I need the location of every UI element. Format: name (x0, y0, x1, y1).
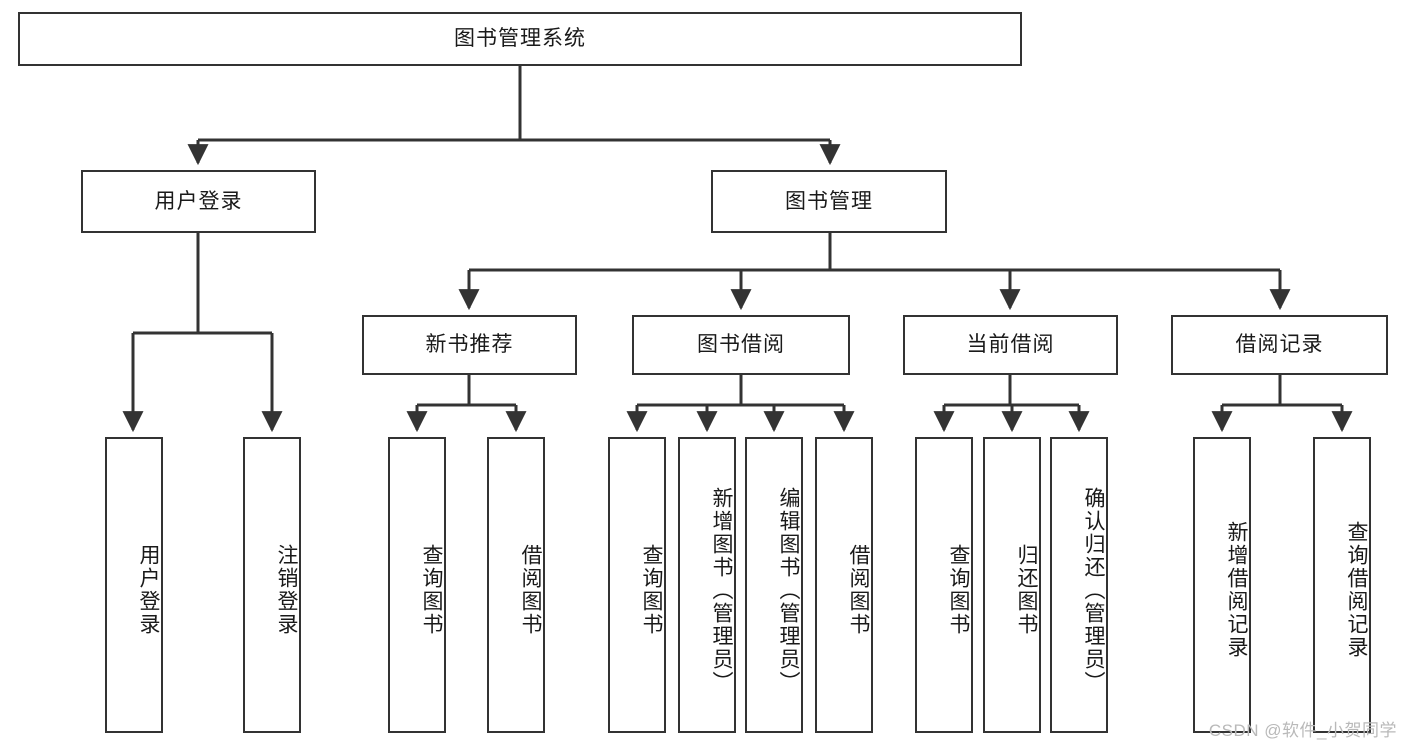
leaf-label: 确认归还（管理员） (1082, 486, 1105, 694)
node-current-borrow[interactable]: 当前借阅 (903, 315, 1118, 375)
node-leaf-add-borrow-record[interactable]: 新增借阅记录 (1193, 437, 1251, 733)
leaf-label: 归还图书 (1015, 544, 1038, 636)
leaf-label: 查询借阅记录 (1345, 521, 1368, 659)
node-leaf-user-login[interactable]: 用户登录 (105, 437, 163, 733)
node-leaf-edit-book-admin[interactable]: 编辑图书（管理员） (745, 437, 803, 733)
leaf-label: 注销登录 (275, 544, 298, 636)
node-leaf-query-book-borrow[interactable]: 查询图书 (608, 437, 666, 733)
node-leaf-borrow-book[interactable]: 借阅图书 (815, 437, 873, 733)
node-leaf-add-book-admin[interactable]: 新增图书（管理员） (678, 437, 736, 733)
node-leaf-query-book-current[interactable]: 查询图书 (915, 437, 973, 733)
node-leaf-confirm-return-admin[interactable]: 确认归还（管理员） (1050, 437, 1108, 733)
node-borrow-record[interactable]: 借阅记录 (1171, 315, 1388, 375)
leaf-label: 查询图书 (947, 544, 970, 636)
leaf-label: 新增借阅记录 (1225, 521, 1248, 659)
watermark-csdn: CSDN @软件_小贺同学 (1208, 721, 1397, 740)
node-book-borrow[interactable]: 图书借阅 (632, 315, 850, 375)
leaf-label: 新增图书（管理员） (710, 486, 733, 694)
leaf-label: 用户登录 (137, 544, 160, 636)
node-leaf-borrow-book-recommend[interactable]: 借阅图书 (487, 437, 545, 733)
node-user-login[interactable]: 用户登录 (81, 170, 316, 233)
leaf-label: 查询图书 (640, 544, 663, 636)
leaf-label: 借阅图书 (519, 544, 542, 636)
node-leaf-logout[interactable]: 注销登录 (243, 437, 301, 733)
node-leaf-return-book[interactable]: 归还图书 (983, 437, 1041, 733)
node-root-system[interactable]: 图书管理系统 (18, 12, 1022, 66)
node-book-manage[interactable]: 图书管理 (711, 170, 947, 233)
leaf-label: 查询图书 (420, 544, 443, 636)
node-leaf-query-borrow-record[interactable]: 查询借阅记录 (1313, 437, 1371, 733)
node-new-book-recommend[interactable]: 新书推荐 (362, 315, 577, 375)
leaf-label: 借阅图书 (847, 544, 870, 636)
leaf-label: 编辑图书（管理员） (777, 486, 800, 694)
node-leaf-query-book-recommend[interactable]: 查询图书 (388, 437, 446, 733)
